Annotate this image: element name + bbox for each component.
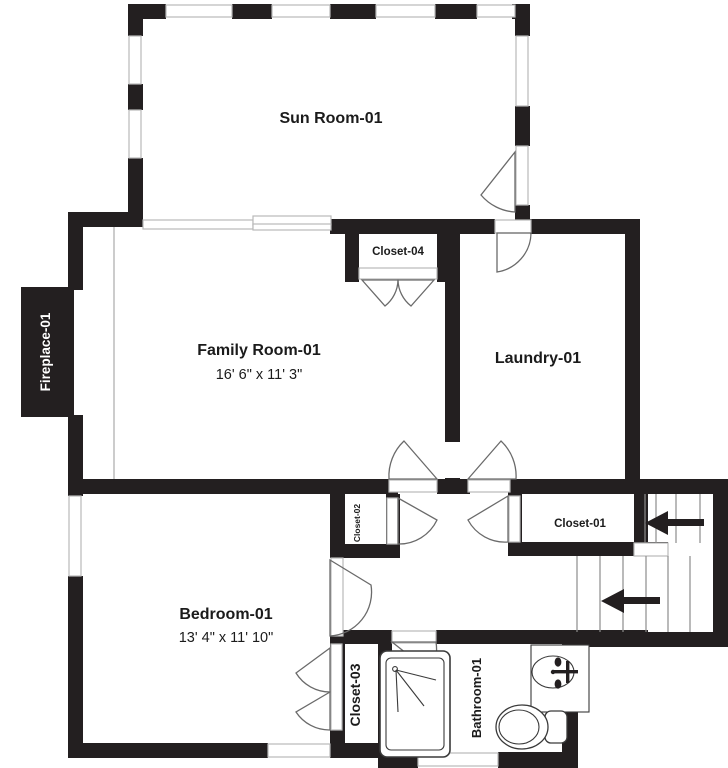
sun-room-door-swing <box>480 150 516 213</box>
sun-room-window-top-3 <box>375 4 436 18</box>
wall-sunroom-top-b <box>232 4 272 19</box>
bath-fixtures <box>379 644 590 758</box>
wall-bedroom-bottom-b <box>330 743 392 758</box>
wall-sunroom-left-c <box>128 158 143 226</box>
room-label-laundry: Laundry-01 <box>495 350 581 367</box>
wall-stair-bottom <box>562 632 728 647</box>
closet-02-door-opening <box>386 497 399 545</box>
sun-room-window-right-2 <box>515 145 529 206</box>
laundry-door-opening <box>494 219 532 234</box>
bedroom-window-left <box>68 495 82 577</box>
room-label-bathroom: Bathroom-01 <box>469 658 484 738</box>
room-label-closet-02: Closet-02 <box>352 504 362 543</box>
wall-closet02-bottom <box>330 544 400 558</box>
bathtub-inner <box>385 657 445 751</box>
windows <box>68 4 669 767</box>
sun-room-slider-a <box>142 219 254 230</box>
wall-bedroom-left-b <box>68 576 83 758</box>
door-swings <box>295 150 532 731</box>
room-label-closet-03: Closet-03 <box>347 663 363 726</box>
laundry-door-swing <box>496 232 532 273</box>
bathtub-spray-1 <box>395 669 437 681</box>
wall-bedroom-bottom-a <box>68 743 268 758</box>
wall-mid-top-left <box>68 212 143 227</box>
room-labels: Sun Room-01 Family Room-01 16' 6" x 11' … <box>38 110 606 738</box>
family-door-left-opening <box>388 479 438 493</box>
wall-closet01-bottom <box>508 542 668 556</box>
room-label-closet-04: Closet-04 <box>372 246 424 258</box>
room-dim-family-room: 16' 6" x 11' 3" <box>216 367 303 383</box>
room-label-closet-01: Closet-01 <box>554 518 606 530</box>
bedroom-window-bottom <box>267 743 331 758</box>
wall-mid-top-closet <box>330 219 495 234</box>
closet-01-door-swing <box>467 494 509 543</box>
bathroom-door-opening <box>391 630 437 644</box>
room-dim-bedroom: 13' 4" x 11' 10" <box>179 630 274 646</box>
sink-faucet <box>553 657 578 689</box>
sun-room-window-left-1 <box>128 35 142 85</box>
wall-sunroom-left-b <box>128 84 143 110</box>
sun-room-window-right-1 <box>515 35 529 107</box>
wall-bath-left-lower <box>330 730 344 758</box>
sun-room-slider-c <box>252 223 332 231</box>
wall-closet04-bottom2 <box>437 268 451 282</box>
wall-mid-div-b <box>437 479 470 494</box>
wall-bath-bottom-b <box>498 752 578 768</box>
fireplace-block <box>21 287 74 417</box>
wall-sunroom-top-d <box>435 4 477 19</box>
wall-mid-top-right <box>530 219 640 234</box>
room-label-fireplace: Fireplace-01 <box>38 312 53 391</box>
family-room-door-right-swing <box>466 440 517 480</box>
bedroom-door-opening <box>330 557 344 637</box>
sun-room-window-top-4 <box>476 4 516 18</box>
wall-mid-div-c <box>508 479 728 494</box>
family-room-door-left-swing <box>388 440 439 480</box>
wall-sunroom-top-c <box>330 4 376 19</box>
wall-stair-right <box>713 479 728 647</box>
closet-03-door-opening <box>330 643 343 731</box>
closet-04-bifold-right <box>397 279 436 307</box>
room-label-bedroom: Bedroom-01 <box>179 606 272 623</box>
bathtub-spray-3 <box>395 669 399 713</box>
sun-room-window-top-2 <box>271 4 331 18</box>
wall-bath-top-a <box>330 630 392 644</box>
closet-02-door-swing <box>397 496 438 545</box>
wall-sunroom-right-b <box>515 106 530 146</box>
family-door-right-opening <box>467 479 511 493</box>
toilet <box>495 704 568 750</box>
stair-arrows <box>601 511 704 613</box>
down-arrow-upper <box>645 511 704 535</box>
bedroom-door-swing <box>329 558 373 637</box>
wall-sunroom-right-a <box>515 4 530 36</box>
toilet-bowl-inner <box>498 709 540 745</box>
wall-family-left-top <box>68 212 83 290</box>
wall-bedroom-left-a <box>68 479 83 496</box>
sun-room-window-left-2 <box>128 109 142 159</box>
closet-04-door-opening <box>358 267 438 280</box>
wall-laundry-right <box>625 219 640 494</box>
closet-03-bifold-bottom <box>295 690 331 731</box>
room-label-sun-room: Sun Room-01 <box>279 110 382 127</box>
closet-01-door-opening <box>508 495 521 543</box>
wall-closet04-bottom <box>345 268 359 282</box>
room-label-family-room: Family Room-01 <box>197 342 321 359</box>
wall-sunroom-left-a <box>128 4 143 36</box>
bathtub-spray-2 <box>395 669 425 707</box>
down-arrow-lower <box>601 589 660 613</box>
wall-mid-div-a <box>68 479 398 494</box>
wall-bedroom-right-a <box>330 494 345 558</box>
stair-landing-opening <box>633 542 669 557</box>
sun-room-window-top-1 <box>165 4 233 18</box>
wall-family-left-bot <box>68 415 83 493</box>
